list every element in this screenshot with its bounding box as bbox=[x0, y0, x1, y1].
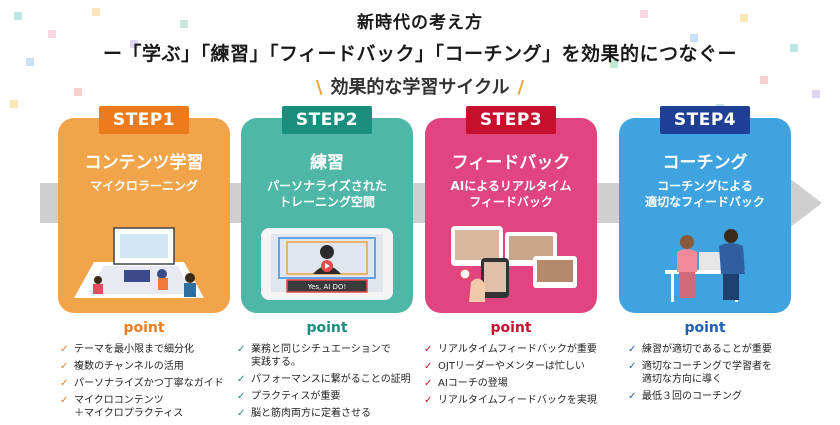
step-title-3: フィードバック bbox=[451, 153, 571, 173]
check-icon: ✓ bbox=[628, 391, 637, 402]
confetti-square bbox=[26, 58, 34, 66]
point-text: テーマを最小限まで細分化 bbox=[74, 344, 194, 355]
point-text: マイクロコンテンツ ＋マイクロプラクティス bbox=[74, 395, 184, 419]
point-text: リアルタイムフィードバックが重要 bbox=[438, 344, 597, 355]
step-card-3: STEP3 フィードバック AIによるリアルタイム フィードバック bbox=[425, 106, 597, 313]
list-item: ✓ 脳と筋肉両方に定着させる bbox=[237, 407, 425, 420]
headline: 新時代の考え方 ー「学ぶ」「練習」「フィードバック」「コーチング」を効果的につな… bbox=[0, 8, 840, 66]
page-subtitle: ー「学ぶ」「練習」「フィードバック」「コーチング」を効果的につなぐー bbox=[102, 43, 738, 65]
confetti-square bbox=[640, 10, 648, 18]
point-text: 業務と同じシチュエーションで 実践する。 bbox=[251, 344, 391, 368]
confetti-square bbox=[48, 30, 56, 38]
laptop-people-illustration bbox=[74, 227, 204, 298]
list-item: ✓ プラクティスが重要 bbox=[237, 390, 425, 403]
point-text: 練習が適切であることが重要 bbox=[642, 344, 772, 355]
point-heading-2: point bbox=[306, 320, 348, 336]
point-heading-1: point bbox=[123, 320, 165, 336]
step-card-4: STEP4 コーチング コーチングによる 適切なフィードバック bbox=[619, 106, 791, 313]
list-item: ✓ リアルタイムフィードバックを実現 bbox=[424, 394, 612, 407]
step-label-2: STEP2 bbox=[282, 106, 372, 134]
point-text: OJTリーダーやメンターは忙しい bbox=[438, 361, 585, 372]
step-card-1: STEP1 コンテンツ学習 マイクロラーニング bbox=[58, 106, 230, 313]
phone-video-feedback-illustration bbox=[451, 226, 577, 302]
step-card-2: STEP2 練習 パーソナライズされた トレーニング空間 Yes, AI DO! bbox=[241, 106, 413, 313]
step-label-4: STEP4 bbox=[660, 106, 750, 134]
point-text: 適切なコーチングで学習者を 適切な方向に導く bbox=[642, 361, 772, 385]
list-item: ✓ OJTリーダーやメンターは忙しい bbox=[424, 360, 612, 373]
confetti-square bbox=[74, 88, 82, 96]
confetti-square bbox=[740, 14, 748, 22]
check-icon: ✓ bbox=[237, 391, 246, 402]
step-label-3: STEP3 bbox=[466, 106, 556, 134]
cycle-title-right-slash: / bbox=[517, 77, 525, 98]
step-subtitle-3: AIによるリアルタイム フィードバック bbox=[450, 179, 572, 209]
video-practice-illustration bbox=[261, 228, 393, 300]
list-item: ✓ 最低３回のコーチング bbox=[628, 390, 828, 403]
list-item: ✓ テーマを最小限まで細分化 bbox=[60, 343, 240, 356]
point-list-4: ✓ 練習が適切であることが重要 ✓ 適切なコーチングで学習者を 適切な方向に導く ✓… bbox=[628, 343, 828, 407]
check-icon: ✓ bbox=[424, 378, 433, 389]
confetti-square bbox=[760, 76, 768, 84]
step-title-4: コーチング bbox=[662, 153, 748, 173]
check-icon: ✓ bbox=[628, 344, 637, 355]
point-text: パーソナライズかつ丁寧なガイド bbox=[74, 378, 224, 389]
check-icon: ✓ bbox=[60, 361, 69, 372]
check-icon: ✓ bbox=[424, 344, 433, 355]
list-item: ✓ 業務と同じシチュエーションで 実践する。 bbox=[237, 343, 425, 369]
point-list-2: ✓業務と同じシチュエーションで 実践する。 ✓パフォーマンスに繋がることの証明 … bbox=[237, 343, 425, 424]
confetti-square bbox=[14, 12, 22, 20]
point-text: 最低３回のコーチング bbox=[642, 391, 742, 402]
confetti-square bbox=[130, 40, 138, 48]
point-list-3: ✓ リアルタイムフィードバックが重要 ✓ OJTリーダーやメンターは忙しい ✓ AIコ… bbox=[424, 343, 612, 411]
confetti-square bbox=[812, 90, 820, 98]
list-item: ✓ マイクロコンテンツ ＋マイクロプラクティス bbox=[60, 394, 240, 420]
page-title: 新時代の考え方 bbox=[357, 13, 483, 33]
list-item: ✓ AIコーチの登場 bbox=[424, 377, 612, 390]
video-caption: Yes, AI DO! bbox=[307, 283, 347, 291]
check-icon: ✓ bbox=[237, 408, 246, 419]
step-title-2: 練習 bbox=[310, 153, 344, 173]
cycle-title-left-slash: \ bbox=[315, 77, 323, 98]
check-icon: ✓ bbox=[60, 378, 69, 389]
list-item: ✓ リアルタイムフィードバックが重要 bbox=[424, 343, 612, 356]
check-icon: ✓ bbox=[60, 395, 69, 406]
point-heading-3: point bbox=[490, 320, 532, 336]
step-subtitle-4: コーチングによる 適切なフィードバック bbox=[645, 179, 765, 209]
check-icon: ✓ bbox=[60, 344, 69, 355]
confetti-square bbox=[690, 34, 698, 42]
point-text: リアルタイムフィードバックを実現 bbox=[438, 395, 597, 406]
cycle-title-text: 効果的な学習サイクル bbox=[330, 77, 510, 98]
check-icon: ✓ bbox=[628, 361, 637, 372]
point-heading-4: point bbox=[684, 320, 726, 336]
point-text: パフォーマンスに繋がることの証明 bbox=[251, 374, 411, 385]
point-text: AIコーチの登場 bbox=[438, 378, 508, 389]
list-item: ✓ 練習が適切であることが重要 bbox=[628, 343, 828, 356]
check-icon: ✓ bbox=[237, 344, 246, 355]
step-label-1: STEP1 bbox=[99, 106, 189, 134]
confetti-square bbox=[180, 20, 188, 28]
coaching-people-illustration bbox=[665, 229, 745, 302]
point-text: 脳と筋肉両方に定着させる bbox=[251, 408, 371, 419]
confetti-square bbox=[610, 60, 618, 68]
list-item: ✓ 適切なコーチングで学習者を 適切な方向に導く bbox=[628, 360, 828, 386]
confetti-square bbox=[92, 8, 100, 16]
check-icon: ✓ bbox=[424, 361, 433, 372]
confetti-square bbox=[790, 44, 798, 52]
cycle-title: \ 効果的な学習サイクル / bbox=[0, 73, 840, 99]
list-item: ✓ 複数のチャンネルの活用 bbox=[60, 360, 240, 373]
list-item: ✓ パフォーマンスに繋がることの証明 bbox=[237, 373, 425, 386]
point-list-1: ✓ テーマを最小限まで細分化 ✓ 複数のチャンネルの活用 ✓ パーソナライズかつ丁寧な… bbox=[60, 343, 240, 424]
point-text: 複数のチャンネルの活用 bbox=[74, 361, 184, 372]
confetti-square bbox=[10, 100, 18, 108]
list-item: ✓ パーソナライズかつ丁寧なガイド bbox=[60, 377, 240, 390]
step-subtitle-1: マイクロラーニング bbox=[90, 179, 198, 193]
step-subtitle-2: パーソナライズされた トレーニング空間 bbox=[267, 179, 387, 209]
point-text: プラクティスが重要 bbox=[251, 391, 341, 402]
check-icon: ✓ bbox=[237, 374, 246, 385]
step-title-1: コンテンツ学習 bbox=[84, 153, 204, 173]
check-icon: ✓ bbox=[424, 395, 433, 406]
